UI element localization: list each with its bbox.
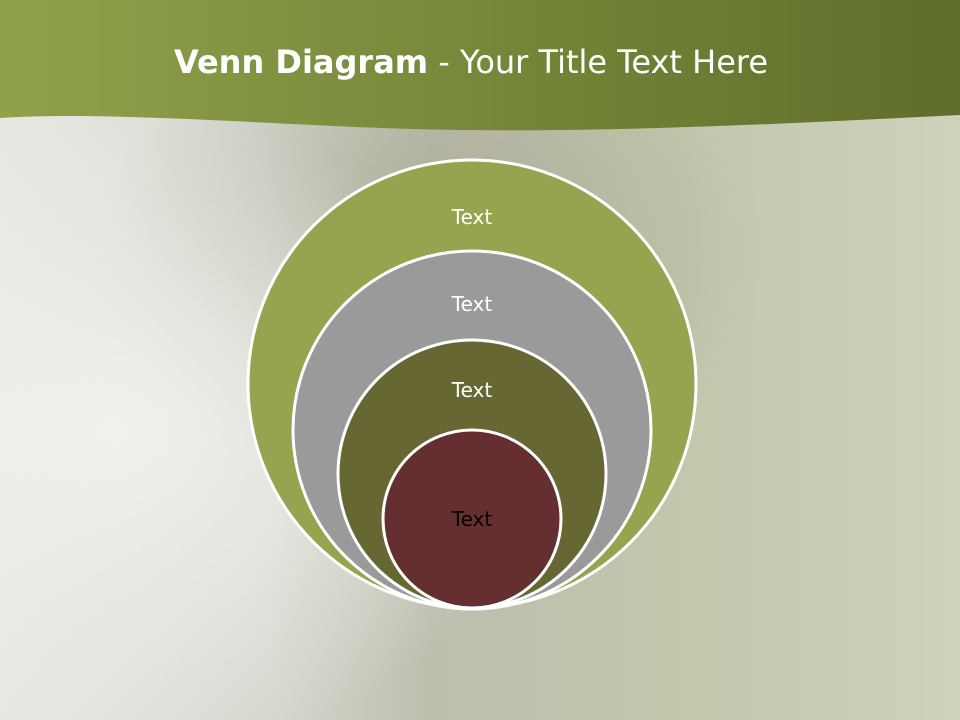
title-rest: - Your Title Text Here — [428, 43, 769, 81]
circle-1-label: Text — [451, 205, 493, 229]
circle-2-label: Text — [451, 292, 493, 316]
slide-title: Venn Diagram - Your Title Text Here — [0, 40, 942, 84]
title-bold: Venn Diagram — [173, 43, 429, 81]
circle-3-label: Text — [451, 378, 493, 402]
circle-4-label: Text — [451, 507, 493, 531]
circle-4: Text — [381, 428, 563, 610]
header-band — [0, 0, 960, 131]
